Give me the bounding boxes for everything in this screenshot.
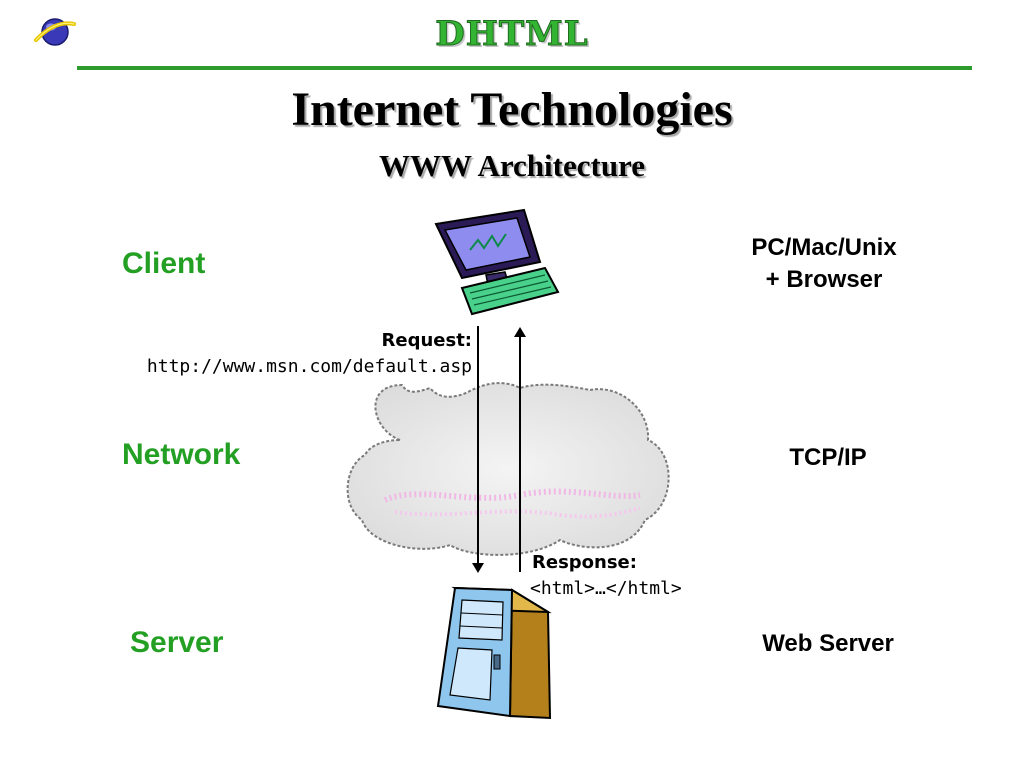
request-heading: Request:: [381, 330, 473, 351]
server-description: Web Server: [762, 630, 894, 657]
page-title: Internet Technologies: [291, 83, 733, 136]
server-label: Server: [130, 626, 224, 659]
planet-logo-icon: [34, 18, 76, 46]
network-cloud-icon: [346, 382, 670, 556]
request-url: http://www.msn.com/default.asp: [146, 356, 472, 377]
server-tower-icon: [436, 586, 552, 720]
header-divider: [77, 66, 972, 70]
response-body: <html>…</html>: [530, 578, 682, 599]
page-subtitle: WWW Architecture: [378, 148, 646, 183]
brand-title: DHTML: [435, 14, 589, 55]
computer-icon: [434, 208, 560, 316]
network-label: Network: [122, 438, 241, 471]
client-description-line2: + Browser: [765, 266, 883, 293]
network-description: TCP/IP: [789, 444, 867, 471]
client-description: PC/Mac/Unix + Browser: [714, 234, 934, 294]
client-label: Client: [122, 247, 206, 280]
response-heading: Response:: [532, 552, 637, 573]
client-description-line1: PC/Mac/Unix: [751, 234, 897, 261]
